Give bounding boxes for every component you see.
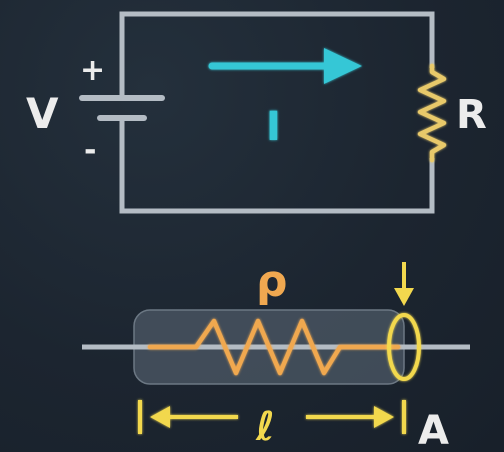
conductor-diagram: ρ ℓ A bbox=[82, 256, 470, 452]
resistor-zigzag bbox=[417, 63, 447, 163]
resistivity-label: ρ bbox=[256, 256, 288, 307]
voltage-label: V bbox=[26, 89, 59, 138]
plus-label: + bbox=[80, 53, 105, 88]
circuit: V + - I R bbox=[26, 11, 487, 214]
area-label: A bbox=[418, 408, 449, 452]
battery bbox=[79, 94, 165, 132]
minus-label: - bbox=[84, 133, 96, 168]
circuit-wire-bottom bbox=[119, 130, 435, 214]
resistor-label: R bbox=[456, 92, 487, 138]
cross-section-pointer-arrow bbox=[394, 262, 414, 306]
circuit-wire bbox=[119, 11, 435, 96]
cross-section-ellipse bbox=[387, 313, 421, 381]
current-arrow bbox=[208, 48, 362, 84]
length-label: ℓ bbox=[255, 404, 275, 450]
resistivity-zigzag bbox=[147, 318, 401, 376]
length-marker bbox=[138, 400, 406, 434]
current-label: I bbox=[266, 104, 281, 150]
